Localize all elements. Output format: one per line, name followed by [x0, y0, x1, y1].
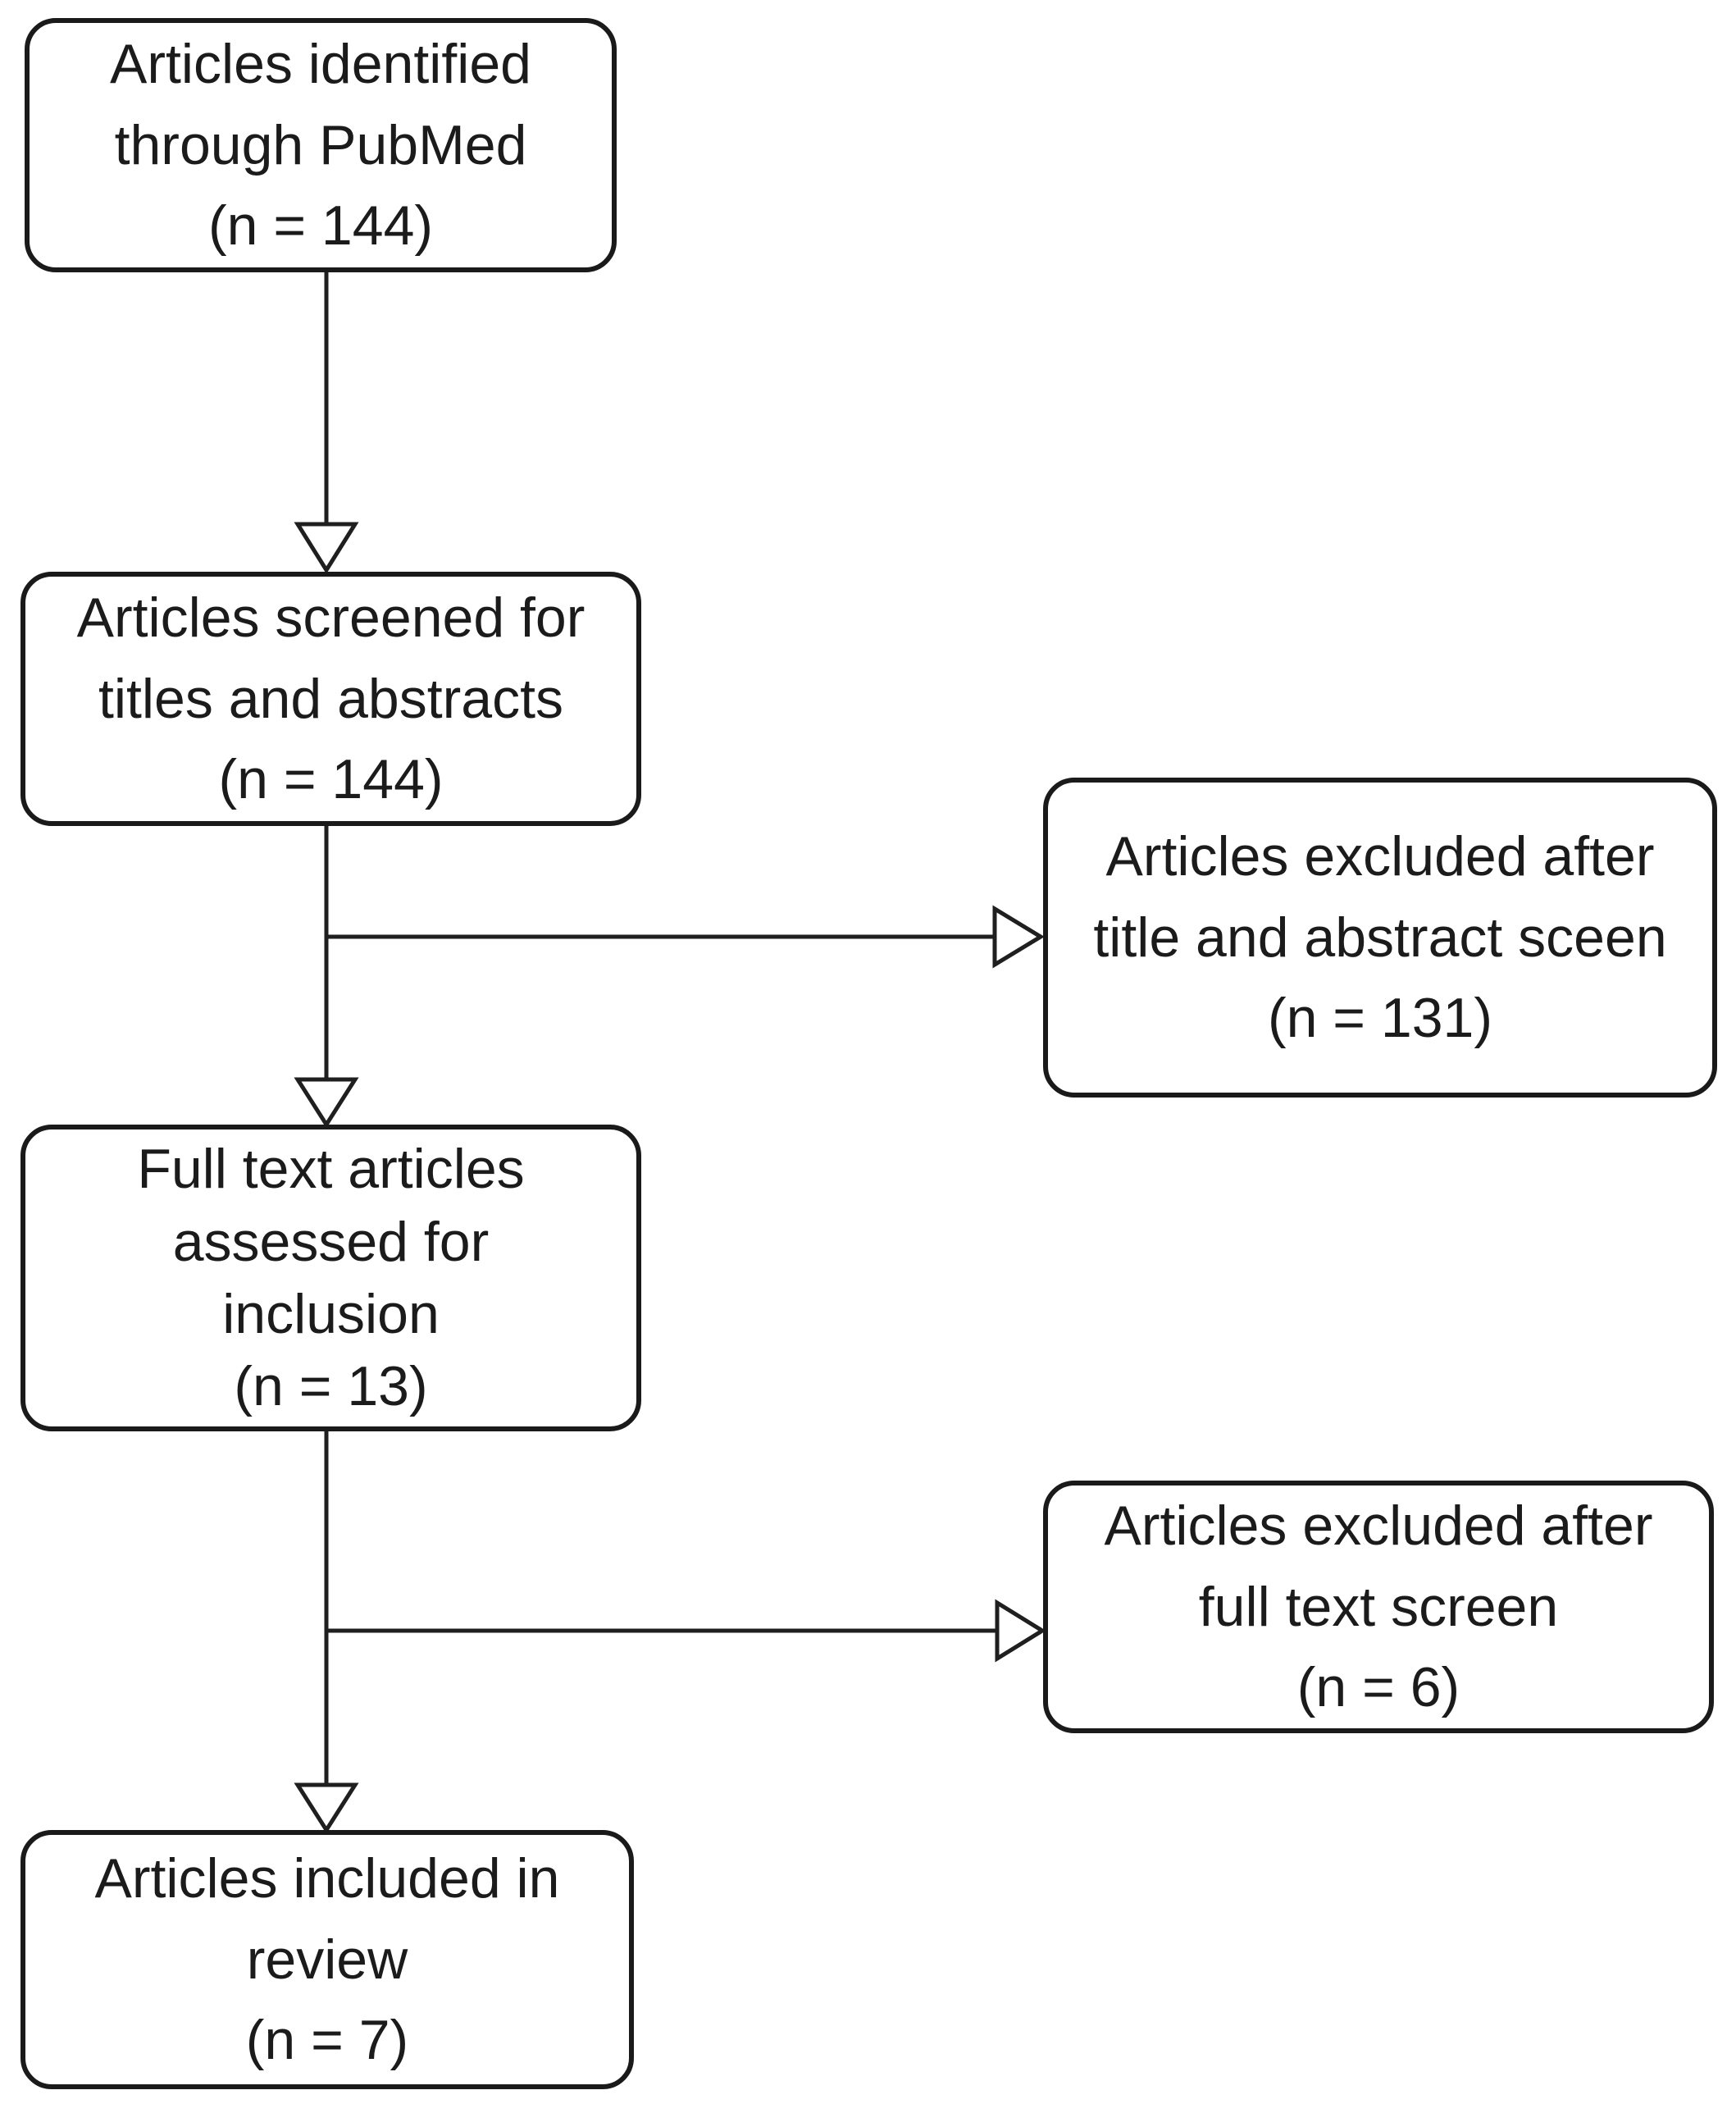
box-articles-included-text: Articles included in review (n = 7): [94, 1847, 560, 2072]
box-fulltext-assessed: Full text articles assessed for inclusio…: [21, 1125, 641, 1431]
arrowhead-down-icon: [294, 522, 359, 574]
box-excluded-title-abstract: Articles excluded after title and abstra…: [1043, 778, 1717, 1098]
arrowhead-down-icon: [294, 1077, 359, 1129]
arrowhead-right-icon: [995, 1599, 1046, 1663]
box-excluded-fulltext-text: Articles excluded after full text screen…: [1104, 1495, 1653, 1719]
box-articles-included: Articles included in review (n = 7): [21, 1830, 634, 2089]
box-fulltext-assessed-text: Full text articles assessed for inclusio…: [137, 1138, 525, 1418]
arrowhead-right-icon: [992, 905, 1045, 969]
box-excluded-fulltext: Articles excluded after full text screen…: [1043, 1481, 1714, 1733]
box-articles-identified-text: Articles identified through PubMed (n = …: [109, 33, 532, 258]
box-articles-identified: Articles identified through PubMed (n = …: [25, 18, 617, 272]
arrowhead-down-icon: [294, 1782, 359, 1834]
box-articles-screened: Articles screened for titles and abstrac…: [21, 572, 641, 826]
box-excluded-title-abstract-text: Articles excluded after title and abstra…: [1093, 825, 1667, 1050]
box-articles-screened-text: Articles screened for titles and abstrac…: [76, 586, 586, 811]
